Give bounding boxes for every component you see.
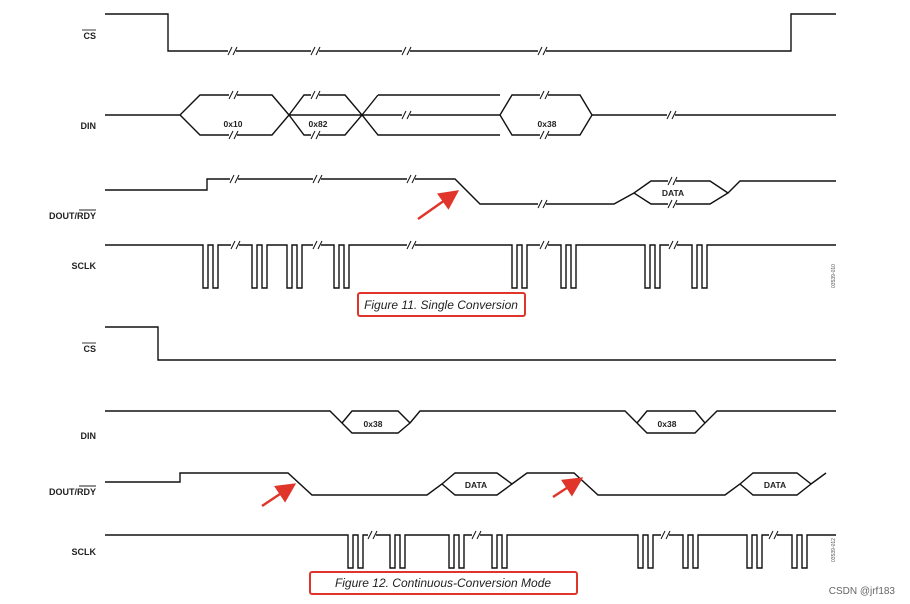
fig11-sclk-wave — [105, 244, 836, 289]
fig11-din-value-0x82: 0x82 — [309, 119, 328, 129]
fig11-din-label: DIN — [81, 121, 97, 131]
fig11-caption: Figure 11. Single Conversion — [364, 298, 518, 312]
fig11-sclk-label: SCLK — [72, 261, 97, 271]
fig12-dout-label: DOUT/RDY — [49, 487, 96, 497]
fig12-figure-id: 03539-012 — [831, 538, 837, 562]
fig11-cs-wave — [105, 13, 836, 52]
fig12-caption-box — [309, 571, 578, 595]
fig11-din-value-0x38: 0x38 — [538, 119, 557, 129]
fig11-caption-box — [357, 292, 526, 317]
fig11-dout-value-data: DATA — [662, 188, 684, 198]
fig11-din-wave — [105, 94, 593, 136]
fig11-din-value-0x10: 0x10 — [224, 119, 243, 129]
figure-12: CS DIN DOUT/RDY SCLK 0x38 0x38 DATA DATA… — [49, 326, 837, 595]
fig12-din-wave — [105, 410, 836, 434]
fig12-din-label: DIN — [81, 431, 97, 441]
fig12-dout-value-data-a: DATA — [465, 480, 487, 490]
fig12-sclk-breaks — [367, 530, 779, 540]
fig12-dout-value-data-b: DATA — [764, 480, 786, 490]
fig12-dout-wave — [105, 472, 827, 496]
watermark: CSDN @jrf183 — [829, 586, 896, 597]
figure-11: CS DIN DOUT/RDY SCLK 0x10 0x82 0x38 — [49, 13, 837, 317]
fig12-din-value-0x38-b: 0x38 — [658, 419, 677, 429]
fig12-arrow-icon-a — [261, 483, 297, 508]
fig12-caption: Figure 12. Continuous-Conversion Mode — [335, 576, 551, 590]
fig11-din-breaks — [228, 90, 677, 140]
fig11-sclk-breaks — [230, 240, 679, 250]
fig12-din-value-0x38-a: 0x38 — [364, 419, 383, 429]
fig12-arrow-icon-b — [552, 477, 584, 499]
fig12-sclk-wave — [105, 534, 836, 569]
fig11-cs-label: CS — [83, 31, 96, 41]
fig11-dout-wave — [105, 178, 836, 205]
fig11-figure-id: 03539-010 — [831, 264, 837, 288]
fig12-cs-label: CS — [83, 344, 96, 354]
fig12-sclk-label: SCLK — [72, 547, 97, 557]
fig11-cs-breaks — [227, 45, 548, 57]
fig11-dout-label: DOUT/RDY — [49, 211, 96, 221]
fig12-cs-wave — [105, 326, 836, 361]
fig11-arrow-icon — [417, 190, 460, 221]
fig11-dout-breaks — [229, 174, 678, 209]
